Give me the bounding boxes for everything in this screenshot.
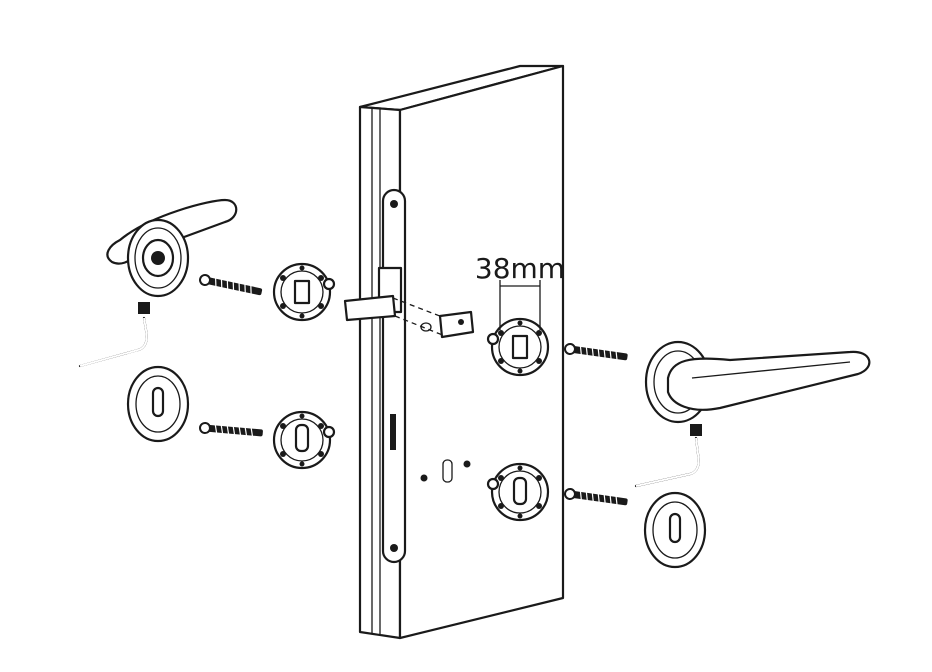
dimension: 38mm — [475, 252, 565, 330]
left-escutcheon — [126, 365, 190, 443]
right-screw-upper — [563, 342, 630, 364]
right-rose-lower — [486, 462, 630, 522]
left-hex-key — [78, 302, 150, 368]
left-handle — [106, 198, 238, 298]
right-escutcheon — [643, 491, 707, 569]
left-rose-upper — [198, 262, 336, 322]
right-rose-upper — [486, 317, 550, 377]
left-rose-lower — [198, 410, 336, 470]
spindle — [343, 294, 475, 339]
right-handle — [644, 340, 871, 424]
dimension-label: 38mm — [475, 252, 565, 285]
right-hex-key — [634, 424, 702, 488]
